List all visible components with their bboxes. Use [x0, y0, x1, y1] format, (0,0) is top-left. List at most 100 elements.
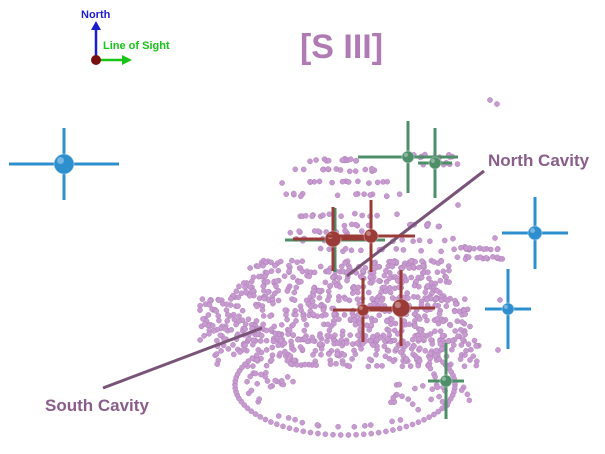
emission-point — [245, 316, 252, 323]
emission-point — [374, 212, 380, 219]
emission-point — [415, 419, 422, 426]
emission-point — [396, 425, 403, 432]
emission-point — [412, 323, 418, 330]
emission-point — [307, 429, 314, 436]
emission-point — [268, 419, 274, 425]
emission-point — [260, 321, 267, 328]
emission-point — [448, 346, 455, 353]
emission-point — [256, 396, 263, 402]
emission-point — [458, 244, 464, 251]
los-axis-label: Line of Sight — [103, 40, 170, 52]
emission-point — [367, 422, 374, 428]
emission-point — [348, 221, 355, 228]
emission-point — [342, 227, 348, 234]
emission-point — [286, 425, 293, 432]
emission-point — [452, 301, 459, 307]
emission-point — [368, 165, 375, 172]
emission-point — [302, 212, 309, 219]
emission-point — [267, 313, 273, 319]
emission-point — [457, 326, 464, 333]
emission-point — [441, 237, 448, 244]
emission-point — [334, 192, 341, 199]
emission-point — [497, 297, 503, 303]
emission-point — [254, 303, 260, 310]
emission-point — [275, 413, 282, 419]
emission-point — [214, 361, 220, 367]
emission-point — [316, 178, 323, 185]
emission-point — [391, 337, 398, 344]
emission-point — [438, 248, 444, 255]
emission-point — [272, 377, 279, 384]
emission-point — [329, 179, 335, 186]
emission-point — [399, 393, 405, 400]
emission-point — [317, 263, 324, 270]
north-cavity-label: North Cavity — [488, 151, 590, 170]
emission-point — [326, 351, 332, 357]
emission-point — [455, 202, 461, 208]
emission-point — [348, 247, 355, 254]
emission-point — [432, 353, 438, 360]
emission-point — [355, 332, 361, 339]
emission-point — [249, 341, 256, 348]
crosshair-markers — [9, 121, 568, 419]
emission-point — [248, 387, 255, 394]
emission-point — [427, 355, 433, 362]
emission-point — [316, 341, 323, 347]
emission-point — [461, 363, 468, 370]
emission-point — [330, 274, 336, 281]
emission-point — [375, 429, 382, 436]
emission-point — [310, 352, 316, 358]
emission-point — [349, 290, 356, 296]
emission-point — [434, 384, 441, 391]
emission-point — [404, 341, 411, 347]
emission-point — [318, 351, 324, 358]
emission-point — [358, 247, 364, 254]
emission-point — [462, 311, 469, 317]
emission-point — [427, 350, 434, 357]
emission-point — [358, 345, 364, 352]
emission-point — [438, 297, 445, 304]
emission-point — [332, 332, 338, 339]
emission-point — [365, 289, 372, 296]
emission-point — [258, 332, 265, 339]
emission-point — [287, 229, 294, 236]
emission-point — [362, 422, 368, 429]
emission-point — [333, 360, 339, 367]
emission-point — [417, 326, 424, 333]
emission-point — [290, 332, 297, 338]
emission-point — [390, 427, 396, 433]
emission-point — [325, 288, 332, 295]
emission-point — [346, 363, 353, 370]
emission-point — [290, 274, 296, 280]
north-los-axes-icon — [91, 21, 132, 65]
emission-point — [385, 347, 392, 354]
emission-point — [337, 432, 344, 438]
emission-point — [365, 363, 372, 370]
emission-point — [301, 316, 307, 322]
emission-point — [316, 333, 323, 340]
emission-point — [339, 157, 346, 163]
emission-point — [436, 311, 443, 317]
emission-point — [270, 338, 277, 345]
emission-point — [291, 289, 298, 296]
emission-point — [325, 157, 332, 164]
emission-point — [384, 178, 391, 185]
emission-point — [326, 211, 333, 217]
emission-point — [351, 210, 358, 217]
emission-point — [325, 269, 332, 275]
emission-point — [422, 289, 429, 296]
emission-point — [353, 191, 359, 197]
emission-point — [352, 321, 359, 328]
emission-point — [376, 312, 383, 319]
emission-point — [296, 228, 302, 234]
emission-point — [235, 294, 242, 301]
emission-point — [437, 341, 444, 347]
emission-point — [225, 346, 232, 352]
emission-point — [458, 387, 465, 394]
emission-point — [270, 300, 276, 307]
emission-point — [315, 430, 321, 437]
page-title: [S III] — [299, 28, 384, 66]
emission-point — [283, 191, 290, 197]
emission-point — [231, 316, 238, 323]
emission-point — [284, 288, 291, 294]
